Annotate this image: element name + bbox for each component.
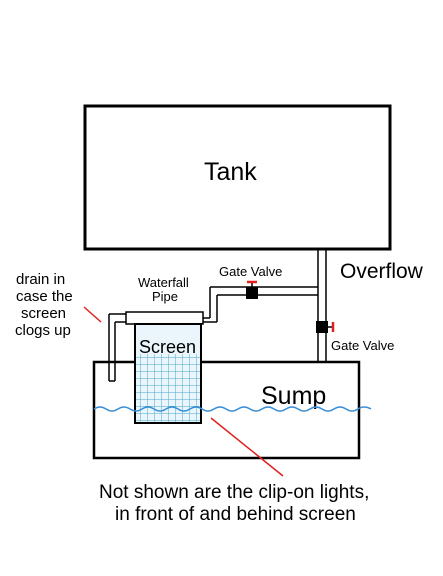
waterfall-label-line2: Pipe: [152, 289, 178, 304]
overflow-label: Overflow: [340, 260, 424, 283]
note-line1: Not shown are the clip-on lights,: [99, 482, 369, 503]
waterfall-pipe: [125, 311, 204, 325]
gate-valve-top-label: Gate Valve: [219, 264, 282, 279]
waterfall-feed-pipe: [200, 286, 318, 323]
sump-label: Sump: [261, 382, 326, 410]
screen-label: Screen: [139, 337, 196, 357]
note-line2: in front of and behind screen: [115, 504, 356, 525]
tank-label: Tank: [204, 158, 257, 186]
note-pointer: [210, 417, 284, 477]
sump-box: [92, 360, 361, 460]
drain-label-line2: case the: [16, 288, 73, 305]
drain-label-line1: drain in: [16, 271, 65, 288]
water-line: [93, 406, 372, 412]
gate-valve-side: [316, 321, 335, 333]
gate-valve-top: [246, 280, 258, 299]
drain-pointer: [83, 306, 102, 323]
overflow-pipe: [317, 249, 327, 362]
algae-screen: [134, 323, 202, 424]
tank-box: [83, 104, 392, 251]
drain-label-line3: screen: [21, 305, 66, 322]
waterfall-label-line1: Waterfall: [138, 275, 189, 290]
gate-valve-side-label: Gate Valve: [331, 338, 394, 353]
drain-label-line4: clogs up: [15, 322, 71, 339]
drain-pipe: [108, 313, 126, 382]
